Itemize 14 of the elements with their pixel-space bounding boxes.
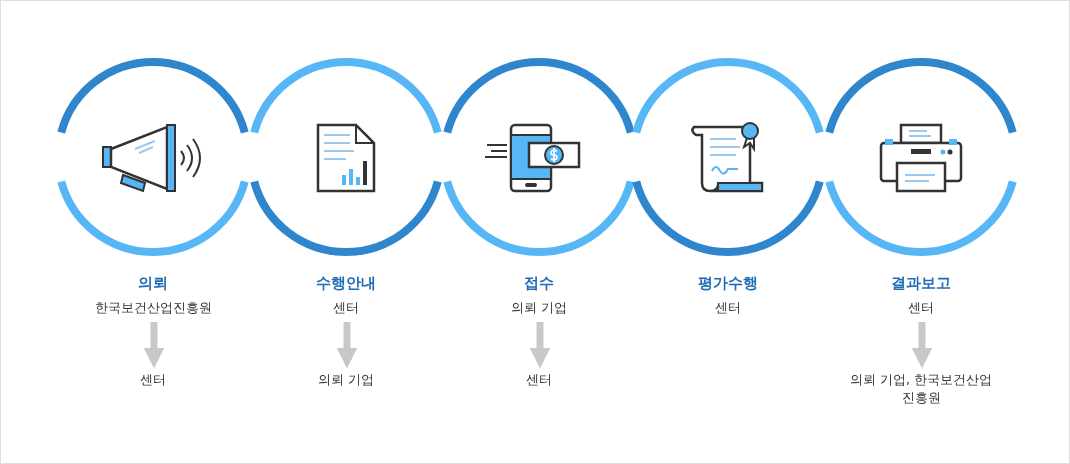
step-subtitle: 한국보건산업진흥원 bbox=[94, 299, 212, 317]
step-subtitle: 센터 bbox=[908, 299, 934, 317]
step-title: 결과보고 bbox=[891, 273, 951, 293]
recipient-text: 의뢰 기업, 한국보건산업진흥원 bbox=[848, 371, 994, 407]
recipient-text: 의뢰 기업 bbox=[317, 371, 375, 389]
step-subtitle: 센터 bbox=[333, 299, 359, 317]
step-title: 평가수행 bbox=[698, 273, 758, 293]
step-title: 수행안내 bbox=[316, 273, 376, 293]
recipient-text: 센터 bbox=[140, 371, 166, 389]
recipient-text: 센터 bbox=[526, 371, 552, 389]
step-subtitle: 센터 bbox=[715, 299, 741, 317]
step-title: 접수 bbox=[524, 273, 554, 293]
step-subtitle: 의뢰 기업 bbox=[510, 299, 568, 317]
step-title: 의뢰 bbox=[138, 273, 168, 293]
